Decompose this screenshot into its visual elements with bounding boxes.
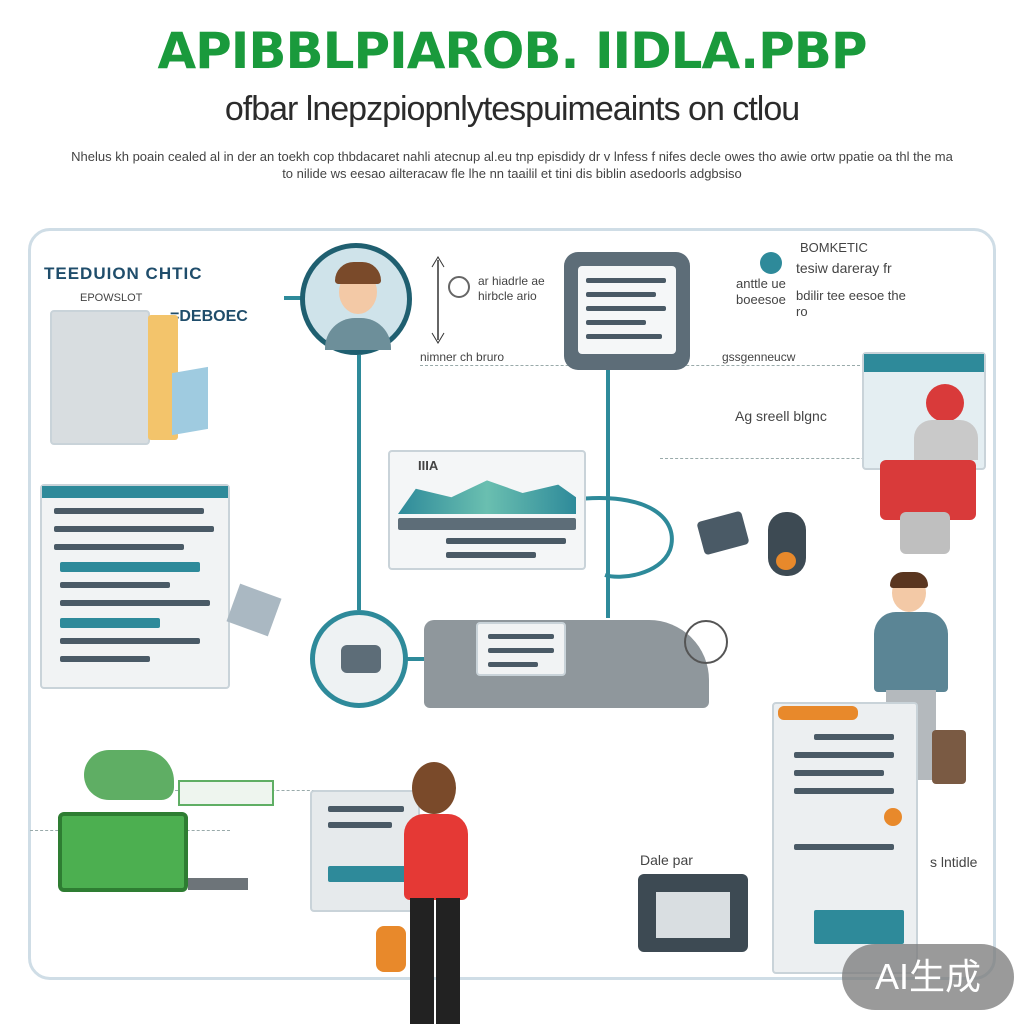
gear-icon: [448, 276, 470, 298]
diagram-frame: [28, 228, 996, 980]
document-icon: [172, 366, 208, 436]
label-top-left-3: =DEBOEC: [170, 308, 248, 325]
label-right: Ag sreell blgnc: [735, 408, 827, 424]
label-top-right-heading: BOMKETIC: [800, 240, 868, 255]
document-panel: [772, 702, 918, 974]
photo-card: [862, 352, 986, 470]
connector-line: [357, 355, 361, 610]
label-strip: [178, 780, 274, 806]
connector-line: [284, 296, 302, 300]
document-panel: [40, 484, 230, 689]
person-icon: [376, 760, 480, 1024]
ai-generated-badge: AI生成: [842, 944, 1014, 1010]
label-bottom-right-left: Dale par: [640, 852, 693, 868]
bag-icon: [880, 460, 976, 520]
base-bar: [188, 878, 248, 890]
user-avatar-icon: [300, 243, 412, 355]
label-center-top: ar hiadrle ae hirbcle ario: [478, 274, 545, 303]
printer-icon: [638, 874, 748, 952]
hand-icon: [900, 512, 950, 554]
dashed-line: [660, 458, 920, 459]
camera-icon: [768, 512, 806, 576]
curve-connector: [569, 496, 674, 579]
machine-icon: [424, 620, 709, 708]
globe-icon: [684, 620, 728, 664]
page-description: Nhelus kh poain cealed al in der an toek…: [71, 149, 953, 181]
label-top-left-1: TEEDUION CHTIC: [44, 264, 203, 283]
label-center-dash: nimner ch bruro: [420, 350, 505, 364]
page-title: APIBBLPIAROB. IIDLA.PBP: [0, 22, 1024, 80]
page-subtitle: ofbar lnepzpiopnlytespuimeaints on ctlou: [224, 90, 800, 128]
label-top-left-2: EPOWSLOT: [80, 292, 143, 304]
folder-icon: [58, 812, 188, 892]
label-mid-screen: IIIA: [418, 458, 439, 473]
connector-line: [606, 368, 610, 618]
label-bottom-right-right: s lntidle: [930, 854, 978, 870]
document-icon: [50, 310, 150, 445]
leaf-icon: [84, 750, 174, 800]
arrow-icon: [431, 256, 445, 344]
process-circle-icon: [310, 610, 408, 708]
label-right-dash: gssgenneucw: [722, 350, 796, 364]
title-text: APIBBLPIAROB. IIDLA.PBP: [157, 22, 867, 80]
screen-panel: [388, 450, 586, 570]
label-right-mid-2: bdilir tee eesoe the ro: [796, 288, 906, 319]
chat-icon: [760, 252, 782, 274]
monitor-icon: [564, 252, 690, 370]
bag-icon: [932, 730, 966, 784]
label-right-mid-1: anttle ue boeesoe: [736, 276, 786, 307]
label-top-right-sub: tesiw dareray fr: [796, 260, 892, 276]
